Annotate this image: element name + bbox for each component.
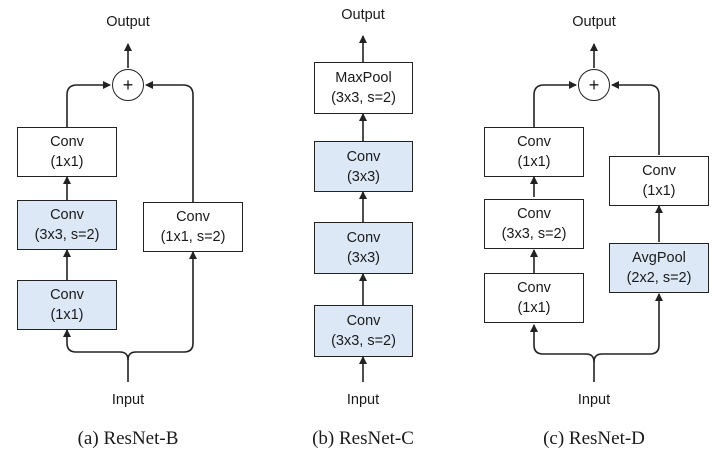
avgpool-block-d: AvgPool (2x2, s=2) (609, 243, 709, 293)
output-label-b: Output (106, 14, 150, 30)
conv-block-c-1: Conv (3x3) (314, 141, 413, 192)
block-params: (1x1) (50, 154, 84, 170)
arrow-shortcut-to-plus-d (611, 81, 660, 155)
block-params: (1x1) (642, 183, 676, 199)
block-title: Conv (50, 287, 84, 303)
arrow-shortcut-to-plus (145, 81, 194, 202)
add-node-d: + (578, 69, 610, 101)
input-split-d-right (593, 293, 663, 363)
input-label-d: Input (577, 392, 611, 408)
block-title: Conv (346, 148, 381, 165)
conv-block-b-3: Conv (1x1) (17, 280, 117, 330)
output-label-c: Output (341, 7, 385, 23)
block-params: (3x3) (346, 168, 381, 185)
maxpool-block-c: MaxPool (3x3, s=2) (314, 62, 413, 114)
conv-block-b-2: Conv (3x3, s=2) (17, 200, 117, 250)
block-params: (3x3, s=2) (34, 227, 100, 243)
conv-block-c-3: Conv (3x3, s=2) (314, 305, 413, 357)
add-node-b: + (112, 69, 144, 101)
input-label-b: Input (111, 392, 145, 408)
conv-block-b-1: Conv (1x1) (17, 127, 117, 177)
conv-block-c-2: Conv (3x3) (314, 222, 413, 274)
block-params: (1x1) (50, 307, 84, 323)
caption-resnet-b: (a) ResNet-B (77, 428, 179, 449)
block-title: Conv (50, 134, 84, 150)
block-params: (3x3, s=2) (501, 226, 567, 242)
conv-block-d-shortcut: Conv (1x1) (609, 156, 709, 206)
block-params: (1x1, s=2) (160, 229, 226, 245)
block-title: Conv (346, 313, 381, 329)
arrow-main-to-plus-d (533, 81, 577, 127)
caption-resnet-d: (c) ResNet-D (543, 428, 645, 449)
input-label-c: Input (346, 392, 380, 408)
block-title: MaxPool (335, 70, 392, 86)
block-params: (3x3) (346, 250, 381, 266)
block-title: Conv (50, 207, 84, 223)
block-title: Conv (176, 209, 210, 225)
input-split-b-right (127, 251, 197, 361)
caption-resnet-c: (b) ResNet-C (312, 428, 414, 449)
block-title: Conv (517, 280, 551, 296)
block-params: (2x2, s=2) (626, 270, 692, 286)
block-title: Conv (517, 206, 551, 222)
arrow-main-to-plus (66, 81, 111, 127)
block-title: AvgPool (632, 250, 686, 266)
input-split-d (530, 324, 595, 382)
block-title: Conv (517, 134, 551, 150)
block-params: (3x3, s=2) (331, 333, 396, 349)
conv-block-d-2: Conv (3x3, s=2) (484, 199, 584, 249)
conv-block-b-shortcut: Conv (1x1, s=2) (143, 202, 243, 252)
output-label-d: Output (572, 14, 616, 30)
block-title: Conv (346, 230, 381, 246)
conv-block-d-1: Conv (1x1) (484, 127, 584, 177)
block-params: (3x3, s=2) (331, 90, 396, 106)
block-title: Conv (642, 163, 676, 179)
conv-block-d-3: Conv (1x1) (484, 273, 584, 323)
block-params: (1x1) (517, 300, 551, 316)
input-split-b (63, 329, 129, 382)
block-params: (1x1) (517, 154, 551, 170)
